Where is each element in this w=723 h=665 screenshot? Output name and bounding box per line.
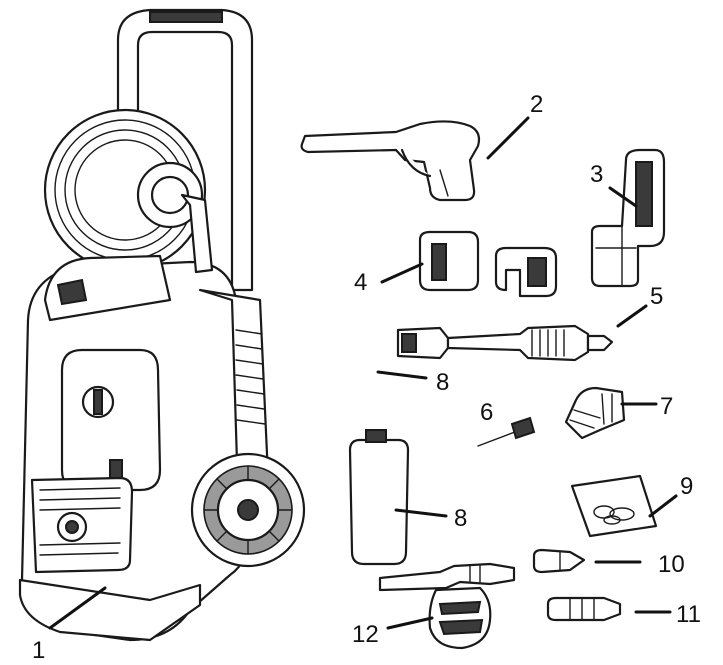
leader-2 bbox=[486, 116, 530, 160]
callout-8b: 8 bbox=[454, 505, 467, 532]
variable-nozzle bbox=[532, 548, 586, 574]
gun-holder-clips bbox=[418, 230, 558, 298]
callout-6: 6 bbox=[480, 399, 493, 426]
turbo-nozzle bbox=[546, 596, 622, 622]
lance bbox=[396, 324, 614, 362]
callout-11: 11 bbox=[676, 601, 701, 628]
detergent-bottle bbox=[348, 429, 410, 566]
leader-1 bbox=[48, 586, 107, 630]
leader-8b bbox=[394, 508, 448, 518]
callout-9: 9 bbox=[680, 473, 693, 500]
pressure-washer-unit bbox=[18, 8, 306, 642]
callout-12: 12 bbox=[352, 621, 379, 648]
callout-1: 1 bbox=[32, 637, 45, 664]
leader-4 bbox=[380, 262, 424, 284]
callout-8a: 8 bbox=[436, 369, 449, 396]
leader-9 bbox=[648, 494, 678, 518]
foam-lance bbox=[378, 562, 516, 650]
callout-2: 2 bbox=[530, 91, 543, 118]
callout-5: 5 bbox=[650, 283, 663, 310]
leader-5 bbox=[616, 304, 648, 328]
callout-3: 3 bbox=[590, 161, 603, 188]
o-ring-kit bbox=[570, 474, 658, 538]
callout-7: 7 bbox=[660, 393, 673, 420]
callout-labels: 1 2 3 4 5 6 7 8 8 9 10 11 12 bbox=[32, 91, 701, 664]
inlet-connector bbox=[564, 386, 626, 440]
leader-lines bbox=[48, 116, 678, 630]
leader-12 bbox=[386, 616, 434, 630]
accessory-holder bbox=[590, 148, 666, 288]
leader-8a bbox=[376, 370, 428, 380]
spray-gun bbox=[300, 120, 481, 202]
callout-4: 4 bbox=[354, 269, 367, 296]
nozzle-cleaning-needle bbox=[477, 416, 536, 447]
callout-10: 10 bbox=[658, 551, 685, 578]
leader-3 bbox=[608, 186, 638, 208]
